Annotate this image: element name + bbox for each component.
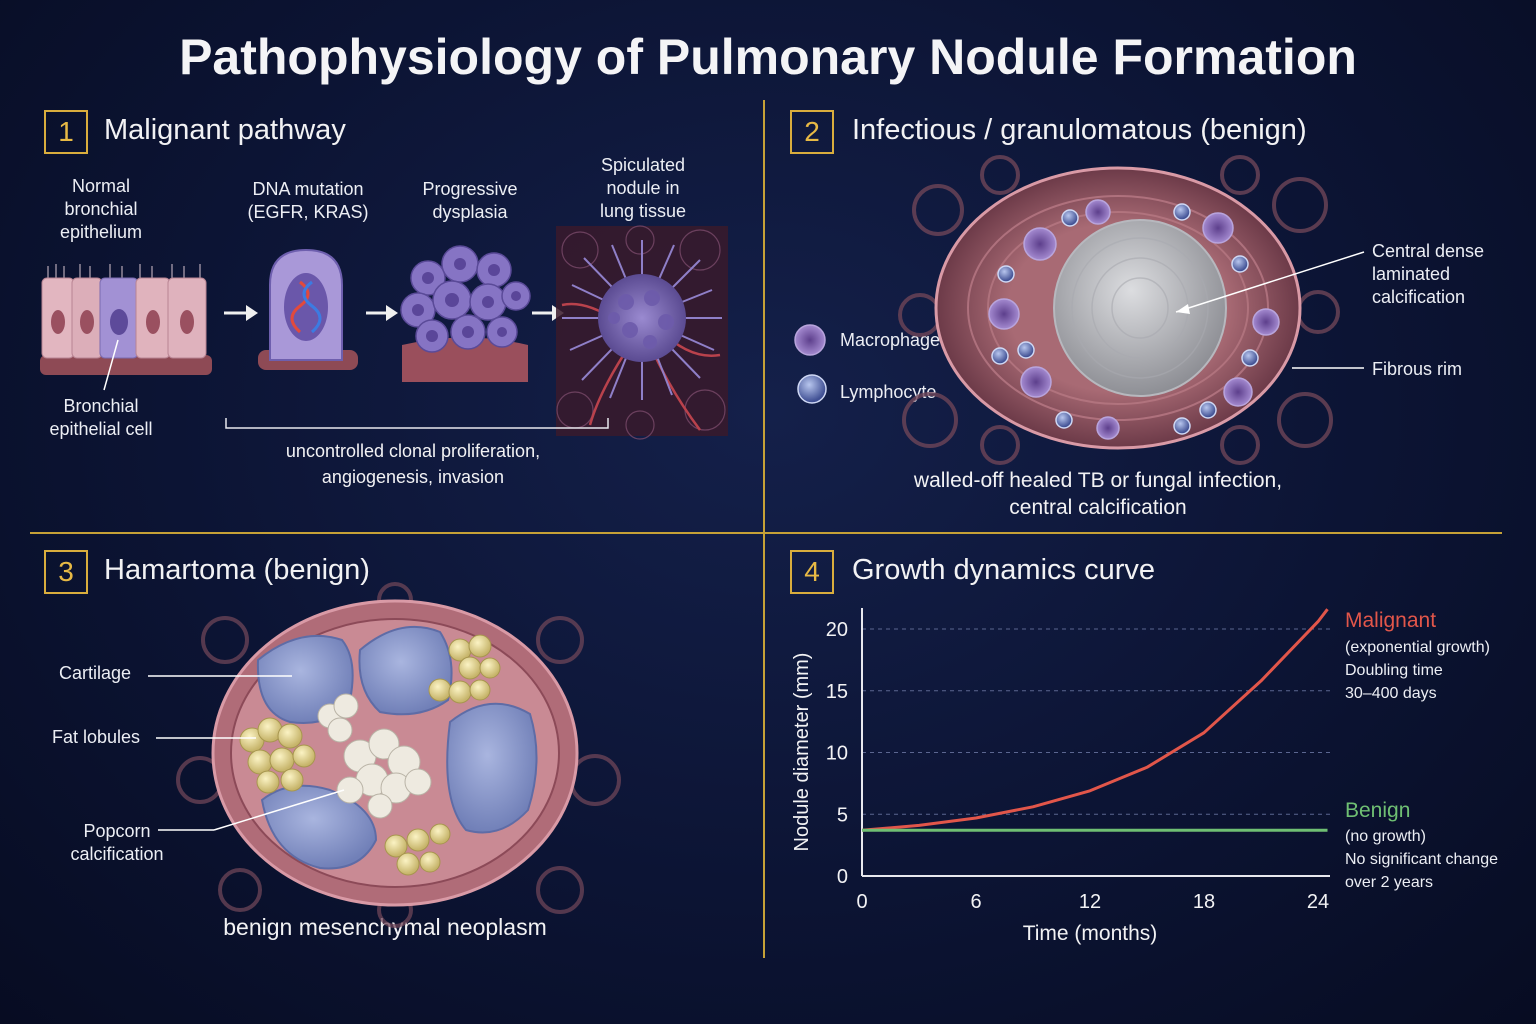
chart-series-malignant [861, 608, 1329, 832]
panel-2-title: Infectious / granulomatous (benign) [852, 114, 1307, 146]
panel-4-title: Growth dynamics curve [852, 554, 1155, 586]
chart-lines [861, 608, 1329, 832]
malignant-legend-line: (exponential growth) [1345, 639, 1490, 656]
panel-1-title: Malignant pathway [104, 114, 346, 146]
chart-x-tick-label: 0 [856, 891, 867, 913]
popcorn-label-line-1: Popcorn [83, 821, 151, 841]
chart-y-tick-label: 10 [826, 743, 848, 765]
page-title: Pathophysiology of Pulmonary Nodule Form… [179, 29, 1357, 85]
mutated-cell-illustration [258, 248, 358, 370]
stage-arrows [224, 305, 564, 321]
panel-2-caption: walled-off healed TB or fungal infection… [848, 467, 1348, 521]
legend-lymphocyte-label: Lymphocyte [840, 382, 937, 402]
macrophage-legend-icon [794, 324, 826, 356]
fibrous-rim-label: Fibrous rim [1372, 359, 1463, 379]
hamartoma-illustration [148, 582, 621, 928]
panel-2-number: 2 [790, 110, 834, 154]
horizontal-divider [30, 532, 1502, 534]
lymphocyte-legend-icon [797, 374, 827, 404]
growth-chart: 0 5 10 15 20 0 6 12 18 24 Time (months) Nodule di… [791, 608, 1330, 945]
popcorn-calcification-label: Popcorn calcification [60, 820, 174, 866]
panel-4-number: 4 [790, 550, 834, 594]
benign-legend-line: (no growth) [1345, 828, 1426, 845]
spiculated-nodule-illustration [556, 225, 728, 440]
chart-x-axis-label: Time (months) [1023, 922, 1158, 945]
chart-y-tick-label: 20 [826, 619, 848, 641]
panel-1-caption-line-1: uncontrolled clonal proliferation, [285, 441, 541, 461]
malignant-legend-line: 30–400 days [1345, 685, 1437, 702]
benign-legend-line: over 2 years [1345, 874, 1434, 891]
panel-1-caption-line-2: angiogenesis, invasion [321, 467, 505, 487]
calcification-label-line-2: laminated [1372, 264, 1451, 284]
calcification-label: Central dense laminated calcification [1372, 240, 1484, 309]
stage-normal-label: Normal bronchial epithelium [59, 176, 143, 242]
chart-x-tick-label: 18 [1193, 891, 1215, 913]
cartilage-label: Cartilage [59, 663, 132, 683]
popcorn-label-line-2: calcification [70, 844, 164, 864]
panel-1-number: 1 [44, 110, 88, 154]
stage-mutation-label: DNA mutation (EGFR, KRAS) [247, 179, 369, 222]
vertical-divider [763, 100, 765, 958]
chart-y-tick-label: 0 [837, 866, 848, 888]
epithelial-cell-label: Bronchial epithelial cell [49, 396, 153, 439]
chart-grid [862, 628, 1330, 815]
calcification-label-line-3: calcification [1372, 287, 1466, 307]
malignant-legend-text: (exponential growth) Doubling time 30–40… [1345, 636, 1490, 705]
chart-y-tick-label: 5 [837, 804, 848, 826]
stage-dysplasia-label: Progressive dysplasia [422, 179, 518, 222]
chart-y-axis-label: Nodule diameter (mm) [791, 653, 813, 852]
chart-ticks: 0 5 10 15 20 0 6 12 18 24 [826, 619, 1329, 913]
chart-x-tick-label: 6 [970, 891, 981, 913]
benign-legend-text: (no growth) No significant change over 2… [1345, 825, 1498, 894]
panel-3-number: 3 [44, 550, 88, 594]
dysplasia-cluster-illustration [400, 245, 531, 382]
panel-2-caption-line-2: central calcification [1009, 496, 1187, 519]
panel-3-title: Hamartoma (benign) [104, 554, 370, 586]
chart-x-tick-label: 24 [1307, 891, 1329, 913]
chart-x-tick-label: 12 [1079, 891, 1101, 913]
malignant-legend-line: Doubling time [1345, 662, 1443, 679]
calcification-label-line-1: Central dense [1372, 241, 1485, 261]
proliferation-bracket [225, 418, 609, 429]
granuloma-illustration [898, 155, 1365, 465]
stage-spiculated-label: Spiculated nodule in lung tissue [599, 155, 687, 221]
chart-y-tick-label: 15 [826, 681, 848, 703]
benign-legend-line: No significant change [1345, 851, 1498, 868]
panel-3-caption: benign mesenchymal neoplasm [223, 914, 547, 940]
panel-2-caption-line-1: walled-off healed TB or fungal infection… [913, 469, 1283, 492]
fat-lobules-label: Fat lobules [52, 727, 141, 747]
panel-1-caption: uncontrolled clonal proliferation, angio… [238, 438, 588, 490]
benign-legend-title: Benign [1345, 799, 1411, 822]
normal-epithelium-illustration [40, 264, 212, 391]
malignant-legend-title: Malignant [1345, 609, 1437, 632]
